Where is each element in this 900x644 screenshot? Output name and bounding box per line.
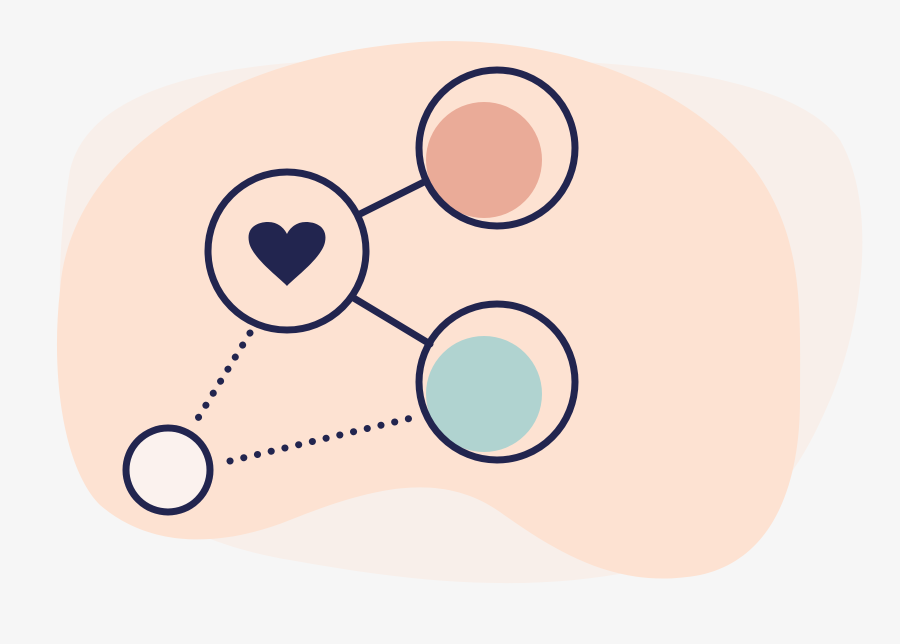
coral-dot <box>426 102 542 218</box>
edge-small-to-bottom-right-dotted <box>226 412 424 465</box>
edge-hub-to-bottom-right <box>348 293 434 348</box>
background-blob-front <box>56 41 801 579</box>
heart-icon <box>248 222 326 286</box>
teal-dot <box>426 336 542 452</box>
node-bottom-right <box>415 300 579 464</box>
node-hub <box>204 168 370 334</box>
node-top-right <box>415 66 579 230</box>
edge-hub-to-small-dotted <box>188 329 254 432</box>
node-small-bottom-left <box>122 424 214 516</box>
edge-hub-to-top-right <box>354 177 430 219</box>
